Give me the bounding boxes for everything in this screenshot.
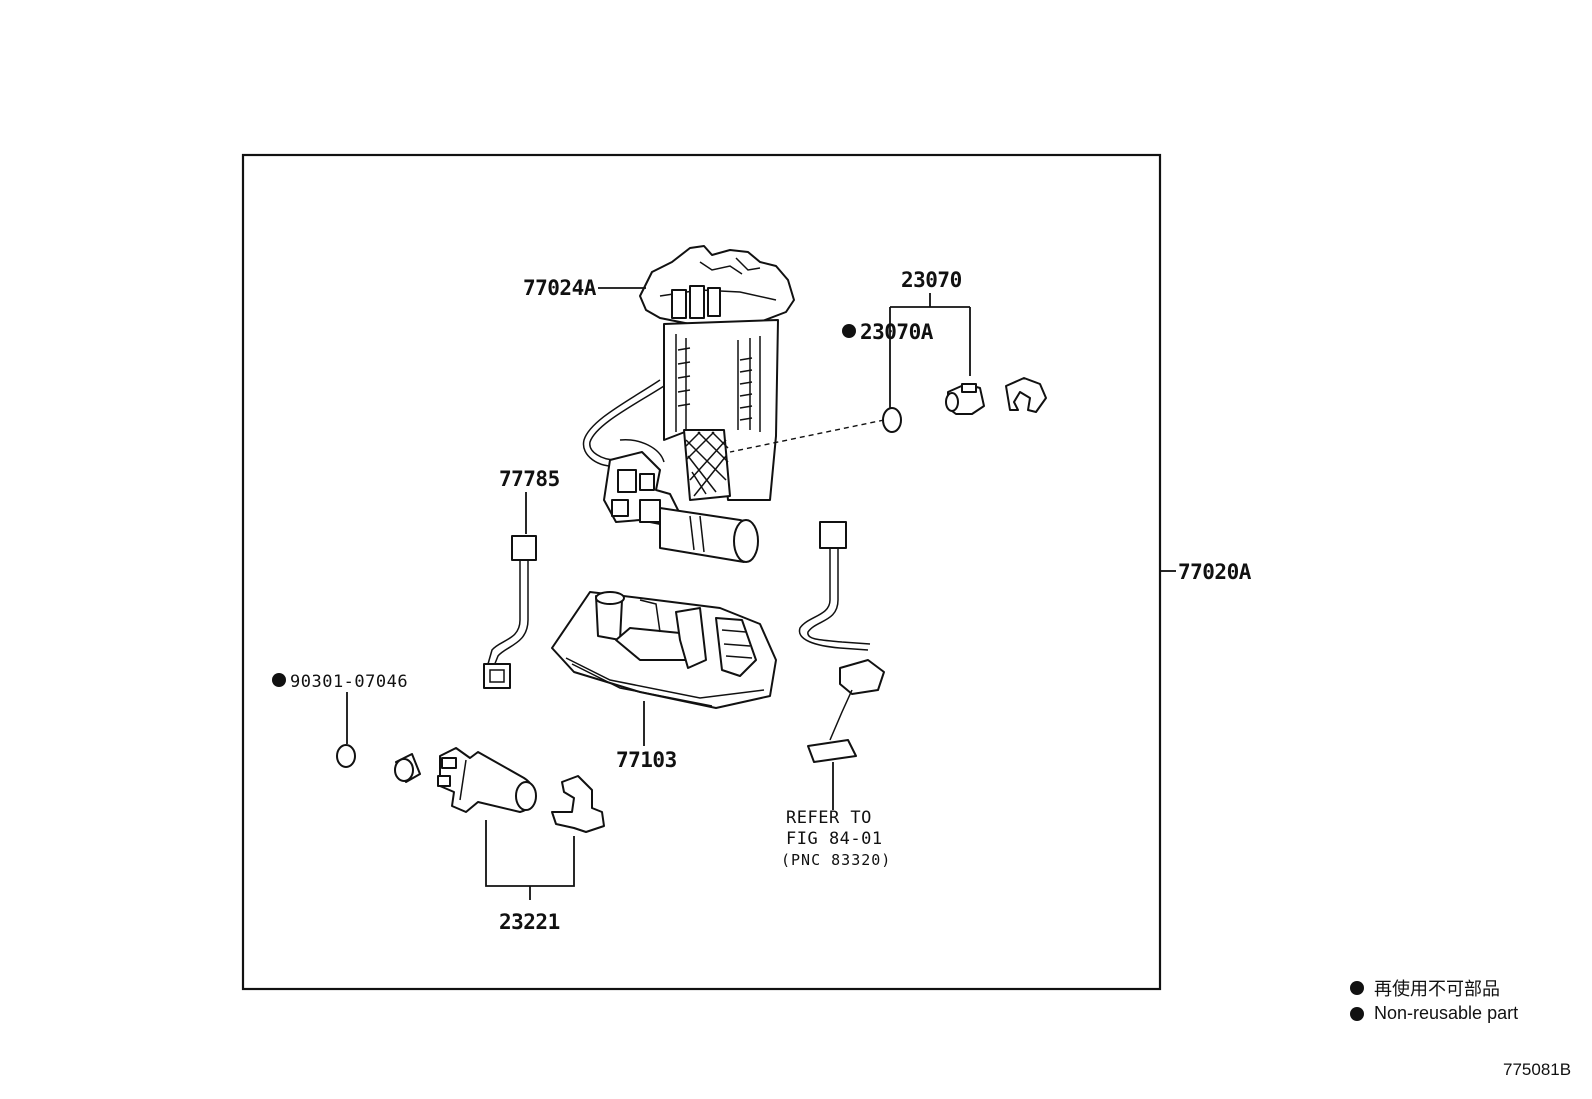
refer-line-1[interactable]: REFER TO [786, 808, 872, 828]
label-77785[interactable]: 77785 [499, 467, 560, 491]
o-ring-90301-07046[interactable] [336, 744, 356, 768]
leader-23070 [889, 293, 971, 410]
label-77103[interactable]: 77103 [616, 748, 677, 772]
legend-jp: 再使用不可部品 [1350, 975, 1500, 1001]
non-reusable-dot-icon [1350, 1006, 1364, 1021]
filter-sleeve[interactable] [394, 753, 421, 783]
leader-23221 [485, 820, 575, 900]
non-reusable-dot-23070a [842, 324, 856, 338]
assembly-frame [241, 153, 1162, 991]
non-reusable-dot-icon [1350, 981, 1364, 995]
legend-en: Non-reusable part [1350, 1003, 1518, 1024]
pressure-regulator-23070[interactable] [945, 383, 985, 415]
refer-line-2[interactable]: FIG 84-01 [786, 829, 883, 849]
label-90301-07046[interactable]: 90301-07046 [290, 672, 408, 692]
fuel-pump-23221[interactable] [437, 747, 537, 813]
non-reusable-dot-90301 [272, 673, 286, 687]
wire-harness-77785[interactable] [483, 535, 537, 689]
legend-jp-text: 再使用不可部品 [1374, 979, 1500, 999]
regulator-clip[interactable] [1005, 377, 1047, 413]
reservoir-cup-77103[interactable] [551, 591, 777, 709]
label-23221[interactable]: 23221 [499, 910, 560, 934]
o-ring-23070a[interactable] [882, 407, 902, 433]
label-77020a[interactable]: 77020A [1178, 560, 1252, 584]
legend-en-text: Non-reusable part [1374, 1003, 1519, 1023]
figure-number: 775081B [1503, 1060, 1572, 1079]
label-23070[interactable]: 23070 [901, 268, 962, 292]
wire-harness-sender[interactable] [798, 521, 885, 763]
pump-bracket[interactable] [551, 775, 605, 833]
fuel-pump-module[interactable] [582, 245, 795, 563]
label-77024a[interactable]: 77024A [523, 276, 597, 300]
label-23070a[interactable]: 23070A [860, 320, 934, 344]
refer-line-3[interactable]: (PNC 83320) [781, 851, 891, 869]
